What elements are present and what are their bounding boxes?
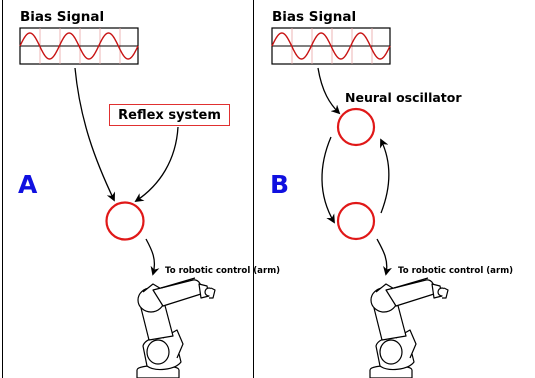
robot-arm-a [136, 277, 216, 378]
arrow-node-to-arm-a [145, 238, 160, 276]
arrow-reflex-to-node-a [134, 126, 179, 203]
panel-letter-a: A [18, 170, 38, 199]
reflex-system-label: Reflex system [118, 107, 221, 123]
bias-signal-plot-b [271, 27, 391, 65]
neural-oscillator-label: Neural oscillator [345, 90, 462, 105]
arrow-node-to-arm-b [376, 238, 392, 276]
center-divider-line [253, 0, 255, 378]
robot-arm-b [369, 277, 449, 378]
arrow-top-to-bottom-b [321, 136, 335, 224]
bias-signal-plot-a [19, 27, 139, 65]
arrow-bias-to-oscillator-b [317, 67, 341, 115]
oscillator-node-top-b [336, 107, 376, 147]
panel-letter-b: B [270, 170, 290, 199]
sine-wave-a [19, 32, 139, 60]
oscillator-node-bottom-b [336, 201, 376, 241]
sine-wave-b [271, 32, 391, 60]
neuron-node-a [105, 201, 145, 241]
robot-control-label-b: To robotic control (arm) [398, 266, 514, 276]
arrow-bottom-to-top-b [380, 138, 390, 214]
reflex-system-box: Reflex system [109, 104, 230, 126]
bias-signal-label-a: Bias Signal [20, 9, 105, 25]
bias-signal-label-b: Bias Signal [272, 9, 357, 25]
arrow-bias-to-node-a [74, 67, 115, 202]
robot-control-label-a: To robotic control (arm) [165, 266, 281, 276]
left-frame-line [2, 0, 4, 378]
